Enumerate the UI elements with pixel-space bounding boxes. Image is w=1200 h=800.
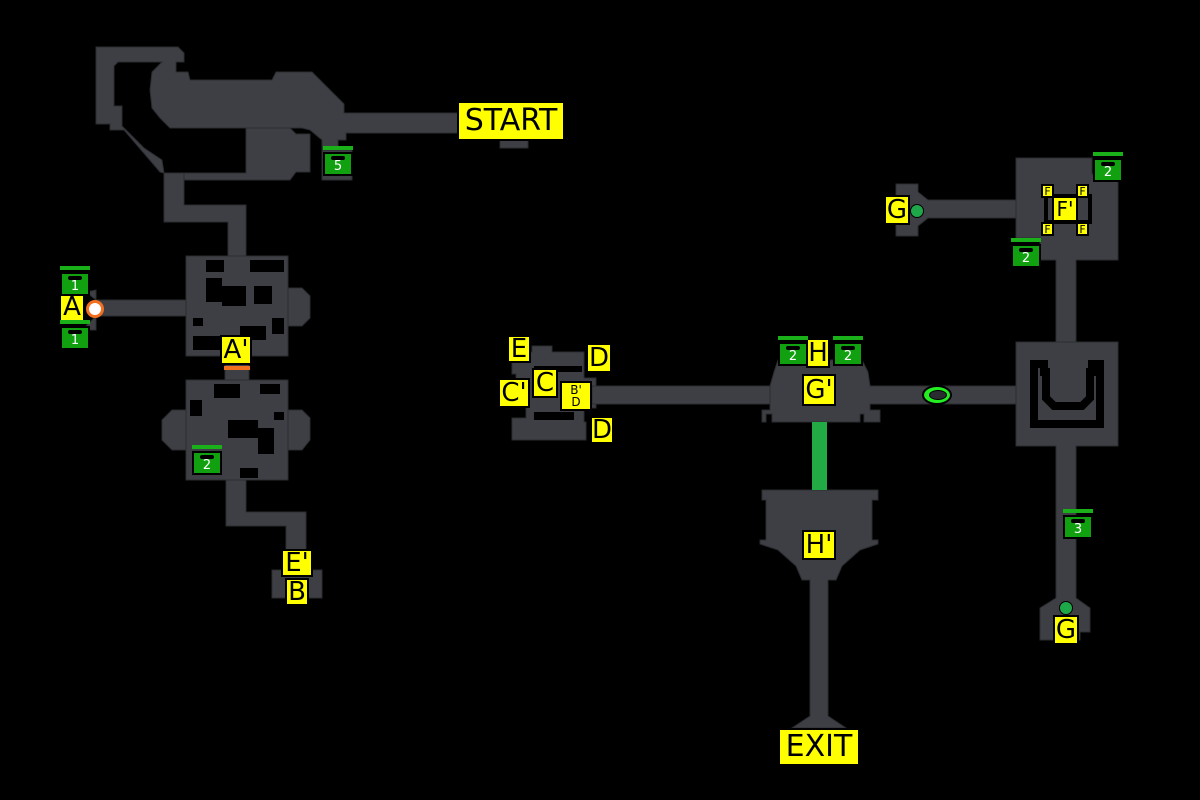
- warp-g-prime: G': [802, 374, 836, 406]
- warp-h-prime: H': [802, 530, 836, 560]
- chest-count: 2: [202, 458, 212, 473]
- warp-c: C: [532, 368, 558, 398]
- start-label: START: [457, 101, 565, 141]
- floor-corridor-center: [591, 385, 773, 405]
- warp-d-top: D: [586, 343, 612, 373]
- warp-f-br: F: [1076, 222, 1089, 236]
- treasure-chest[interactable]: 2: [1093, 152, 1123, 182]
- treasure-chest[interactable]: 1: [60, 266, 90, 296]
- floor-room2-west: [161, 409, 187, 451]
- warp-f-tl: F: [1041, 184, 1054, 198]
- warp-f-prime: F': [1052, 196, 1078, 222]
- warp-d-sub-label: D: [571, 395, 581, 409]
- chest-count: 2: [788, 349, 798, 364]
- floor-hprime-room: [759, 489, 879, 729]
- warp-b-prime-label: B': [570, 383, 582, 397]
- treasure-chest[interactable]: 2: [778, 336, 808, 366]
- warp-c-prime: C': [498, 378, 530, 408]
- floor-top-loop: [95, 46, 459, 257]
- treasure-chest[interactable]: 1: [60, 320, 90, 350]
- chest-count: 2: [843, 349, 853, 364]
- treasure-chest[interactable]: 2: [1011, 238, 1041, 268]
- green-orb-icon[interactable]: [910, 204, 924, 218]
- warp-g-top: G: [884, 195, 910, 225]
- warp-e: E: [507, 335, 531, 363]
- chest-count: 2: [1021, 251, 1031, 266]
- treasure-chest[interactable]: 5: [323, 146, 353, 176]
- chest-count: 3: [1073, 522, 1083, 537]
- treasure-chest[interactable]: 2: [833, 336, 863, 366]
- green-orb-icon[interactable]: [1059, 601, 1073, 615]
- chest-count: 1: [70, 333, 80, 348]
- floor-corridor-down: [163, 172, 247, 263]
- chest-count: 2: [1103, 165, 1113, 180]
- warp-f-tr: F: [1076, 184, 1089, 198]
- floor-room1-east: [287, 287, 311, 327]
- warp-e-prime: E': [281, 549, 313, 577]
- floor-gprime-room: [761, 359, 1017, 423]
- treasure-chest[interactable]: 2: [192, 445, 222, 475]
- exit-label: EXIT: [778, 728, 860, 766]
- green-bridge: [812, 422, 827, 490]
- floor-east-room: [1015, 341, 1119, 641]
- door-bar-icon: [224, 366, 250, 370]
- warp-a-prime: A': [220, 335, 252, 365]
- warp-g-bottom: G: [1053, 615, 1079, 645]
- warp-d-bottom: D: [590, 415, 614, 445]
- ring-switch-icon[interactable]: [922, 385, 952, 405]
- warp-f-bl: F: [1041, 222, 1054, 236]
- warp-h: H: [806, 338, 830, 368]
- chest-count: 5: [333, 159, 343, 174]
- warp-a: A: [59, 291, 85, 323]
- warp-b: B: [285, 578, 309, 606]
- current-position-marker: [86, 300, 104, 318]
- warp-b-prime-d: B' D: [560, 381, 592, 411]
- treasure-chest[interactable]: 3: [1063, 509, 1093, 539]
- floor-room2-east: [287, 409, 311, 451]
- chest-count: 1: [70, 279, 80, 294]
